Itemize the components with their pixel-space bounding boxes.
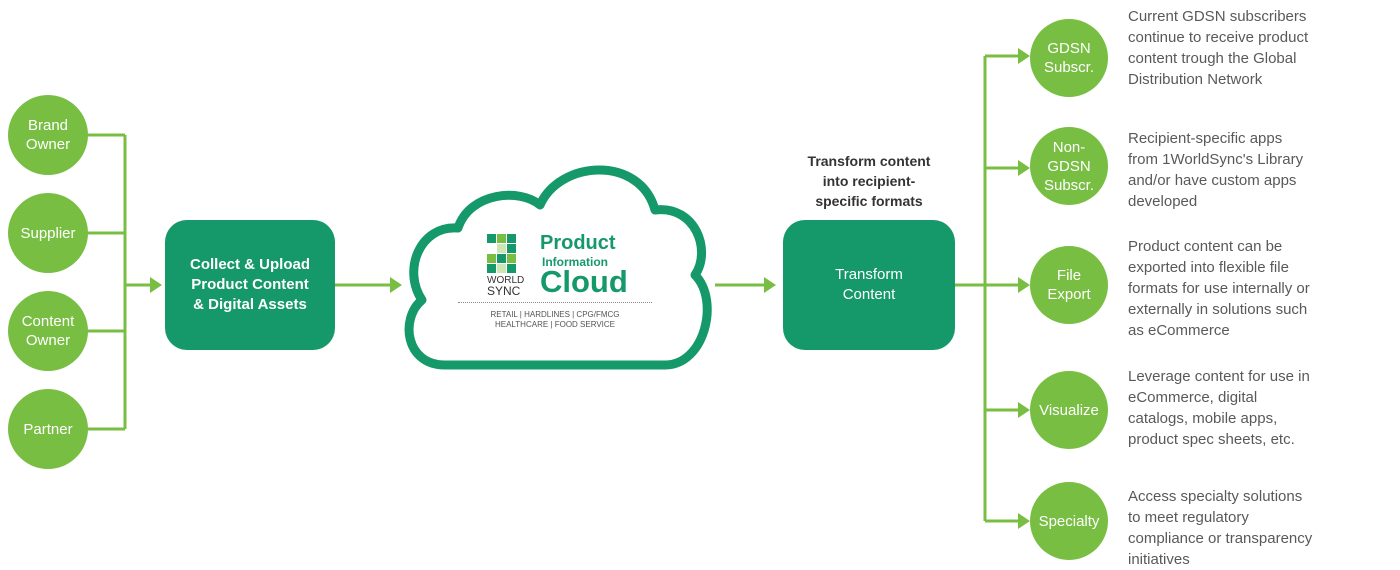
output-gdsn: GDSN Subscr. (1030, 19, 1108, 97)
description-visualize: Leverage content for use in eCommerce, d… (1128, 368, 1310, 448)
cloud-title-cloud: Cloud (540, 264, 628, 299)
transform-content-box: Transform Content (783, 220, 955, 350)
description-non-gdsn: Recipient-specific apps from 1WorldSync'… (1128, 130, 1304, 210)
source-brand-owner: Brand Owner (8, 95, 88, 175)
output-specialty: Specialty (1030, 482, 1108, 560)
output-file-export: File Export (1030, 246, 1108, 324)
logo-world-text: WORLD (487, 275, 525, 286)
collect-upload-box: Collect & Upload Product Content & Digit… (165, 220, 335, 350)
output-visualize: Visualize (1030, 371, 1108, 449)
transform-caption: Transform content into recipient- specif… (807, 153, 931, 209)
source-partner: Partner (8, 389, 88, 469)
worldsync-logo-mosaic (487, 234, 516, 273)
cloud-divider (458, 302, 652, 303)
description-gdsn: Current GDSN subscribers continue to rec… (1128, 8, 1309, 88)
output-non-gdsn: Non- GDSN Subscr. (1030, 127, 1108, 205)
description-specialty: Access specialty solutions to meet regul… (1128, 488, 1313, 568)
description-file-export: Product content can be exported into fle… (1128, 238, 1310, 339)
source-content-owner: Content Owner (8, 291, 88, 371)
cloud-title-information: Information (542, 255, 608, 269)
cloud-sectors: RETAIL | HARDLINES | CPG/FMCG HEALTHCARE… (490, 310, 620, 329)
cloud-title-product: Product (540, 232, 616, 254)
logo-sync-text: SYNC (487, 284, 521, 298)
source-supplier: Supplier (8, 193, 88, 273)
cloud-shape (404, 165, 712, 370)
